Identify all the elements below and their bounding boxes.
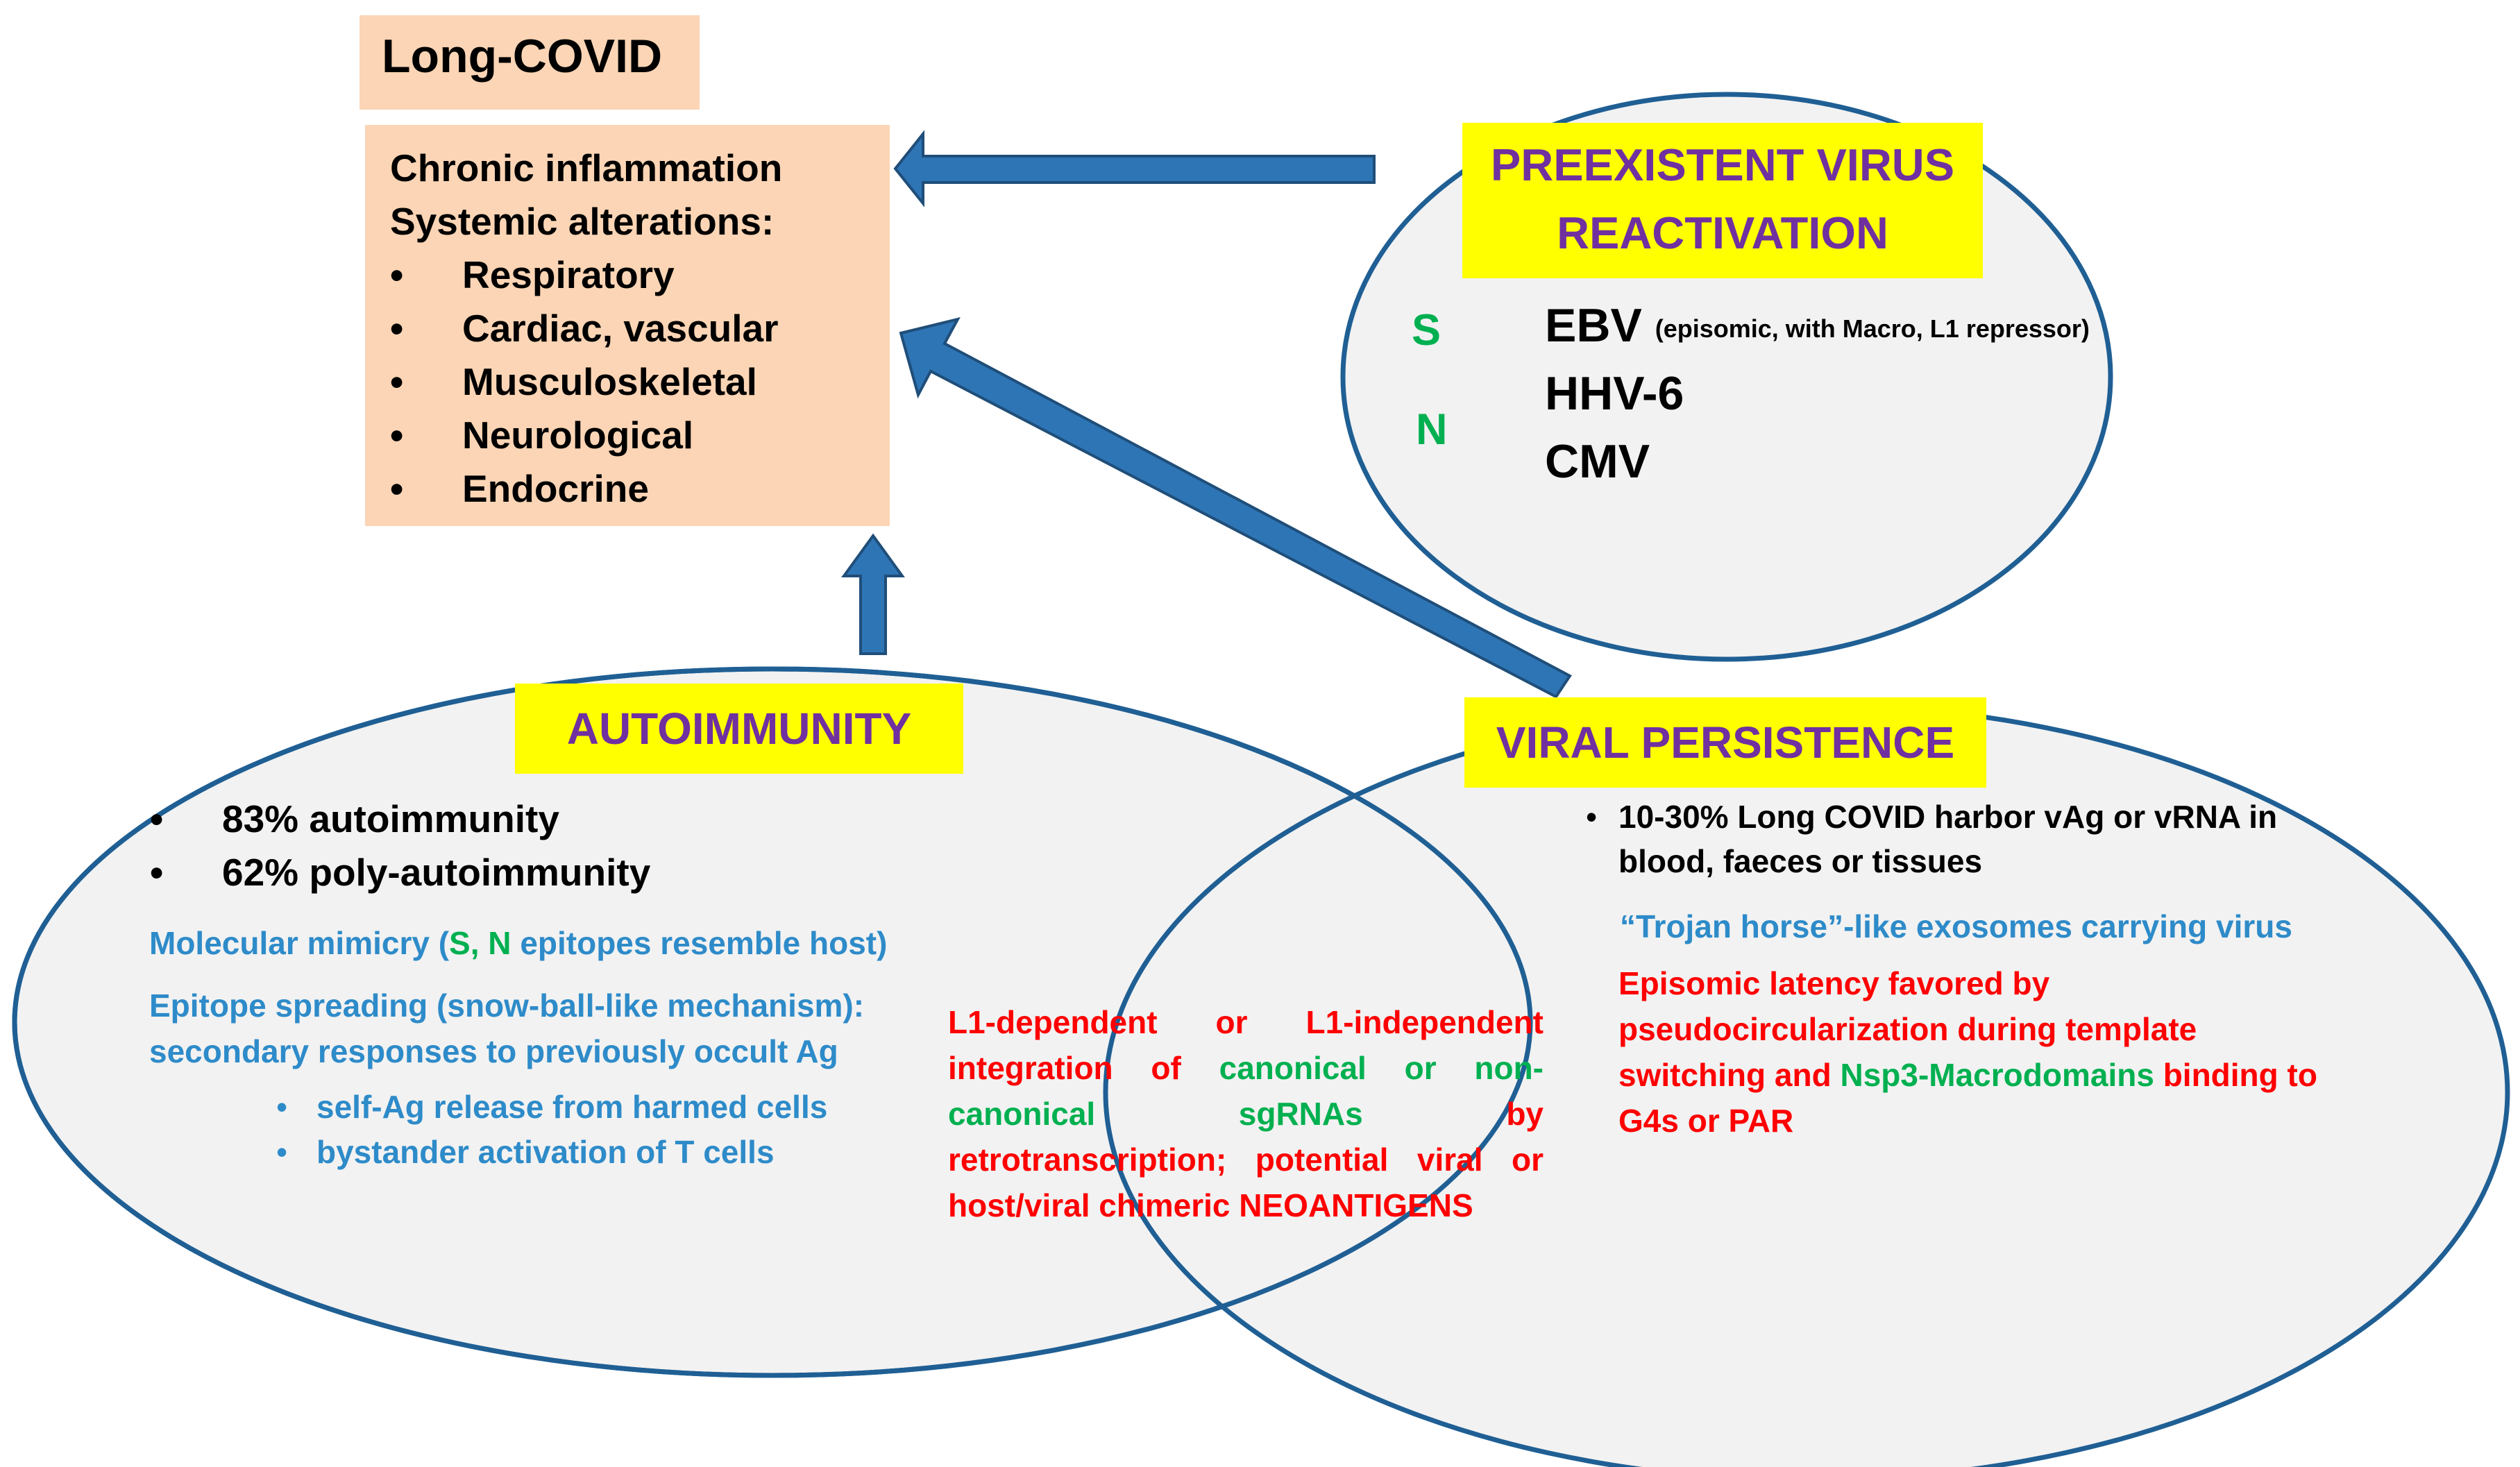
marker-n: N	[1416, 405, 1448, 454]
overlap-part2: canonical or non-canonical sgRNAs	[948, 1050, 1544, 1132]
virus-ebv: EBV (episomic, with Macro, L1 repressor)	[1545, 298, 2090, 353]
bullet-icon: •	[276, 1089, 288, 1125]
marker-s: S	[1412, 306, 1441, 355]
autoimmunity-stat: •	[150, 797, 163, 841]
trojan-horse-exosomes: “Trojan horse”-like exosomes carrying vi…	[1620, 908, 2292, 944]
reactivation-title-line2: REACTIVATION	[1557, 207, 1888, 258]
epitope-spreading-line1: Epitope spreading (snow-ball-like mechan…	[149, 987, 865, 1024]
overlap-integration-text: L1-dependent or L1-independent integrati…	[948, 999, 1544, 1228]
bystander-activation: bystander activation of T cells	[316, 1134, 775, 1170]
system-item: Neurological	[390, 409, 890, 462]
autoimmunity-stat-text: 83% autoimmunity	[222, 797, 559, 840]
virus-cmv: CMV	[1545, 435, 1650, 488]
episomic-latency-line2: pseudocircularization during template	[1618, 1011, 2197, 1047]
virus-hhv6: HHV-6	[1545, 367, 1684, 420]
systems-list: Respiratory Cardiac, vascular Musculoske…	[390, 248, 890, 516]
system-item: Cardiac, vascular	[390, 302, 890, 355]
latency-binding: binding to	[2163, 1057, 2317, 1093]
episomic-latency-line1: Episomic latency favored by	[1618, 965, 2050, 1001]
autoimmunity-ellipse-outline	[12, 666, 1533, 1378]
system-item: Endocrine	[390, 462, 890, 516]
epitope-spreading-line2: secondary responses to previously occult…	[149, 1033, 838, 1069]
episomic-latency-line3: switching and Nsp3-Macrodomains binding …	[1618, 1056, 2317, 1094]
autoimmunity-stat: •	[150, 850, 163, 894]
chronic-inflammation-label: Chronic inflammation	[390, 146, 783, 189]
viral-persistence-title: VIRAL PERSISTENCE	[1464, 697, 1986, 788]
mimicry-post: epitopes resemble host)	[520, 925, 888, 961]
bullet-icon: •	[150, 851, 164, 894]
reactivation-title-line1: PREEXISTENT VIRUS	[1490, 139, 1955, 190]
mimicry-s: S,	[449, 925, 480, 961]
system-item: Respiratory	[390, 248, 890, 302]
nsp3-macrodomains: Nsp3-Macrodomains	[1840, 1057, 2154, 1093]
episomic-latency-line4: G4s or PAR	[1618, 1103, 1794, 1139]
molecular-mimicry: Molecular mimicry (S, N epitopes resembl…	[149, 924, 887, 962]
bullet-icon: •	[150, 797, 164, 840]
arrow-autoimmunity-to-longcovid	[841, 533, 905, 655]
mimicry-pre: Molecular mimicry (	[149, 925, 450, 961]
arrow-reactivation-to-longcovid	[893, 130, 1376, 207]
virus-name: EBV	[1545, 299, 1642, 352]
overlap-part1: L1-dependent or L1-independent integrati…	[948, 1004, 1544, 1086]
persistence-stat-line2: blood, faeces or tissues	[1618, 843, 1983, 879]
mimicry-n: N	[488, 925, 511, 961]
bullet-icon: •	[276, 1134, 288, 1170]
system-item: Musculoskeletal	[390, 355, 890, 409]
overlap-part3: by retrotranscription; potential viral o…	[948, 1096, 1544, 1223]
reactivation-title: PREEXISTENT VIRUS REACTIVATION	[1462, 123, 1983, 278]
long-covid-title: Long-COVID	[382, 30, 663, 83]
self-ag-release: self-Ag release from harmed cells	[316, 1089, 828, 1125]
bullet-icon: •	[1586, 799, 1598, 835]
autoimmunity-stat-text: 62% poly-autoimmunity	[222, 851, 651, 894]
systemic-alterations-label: Systemic alterations:	[390, 200, 775, 243]
virus-note: (episomic, with Macro, L1 repressor)	[1655, 314, 2090, 344]
latency-switching: switching and	[1618, 1057, 1832, 1093]
long-covid-manifestations-box: Chronic inflammation Systemic alteration…	[365, 125, 890, 526]
long-covid-title-box: Long-COVID	[360, 15, 700, 110]
arrow-persistence-to-longcovid	[899, 316, 1572, 699]
persistence-stat-line1: 10-30% Long COVID harbor vAg or vRNA in	[1618, 799, 2278, 835]
autoimmunity-title: AUTOIMMUNITY	[515, 684, 963, 774]
